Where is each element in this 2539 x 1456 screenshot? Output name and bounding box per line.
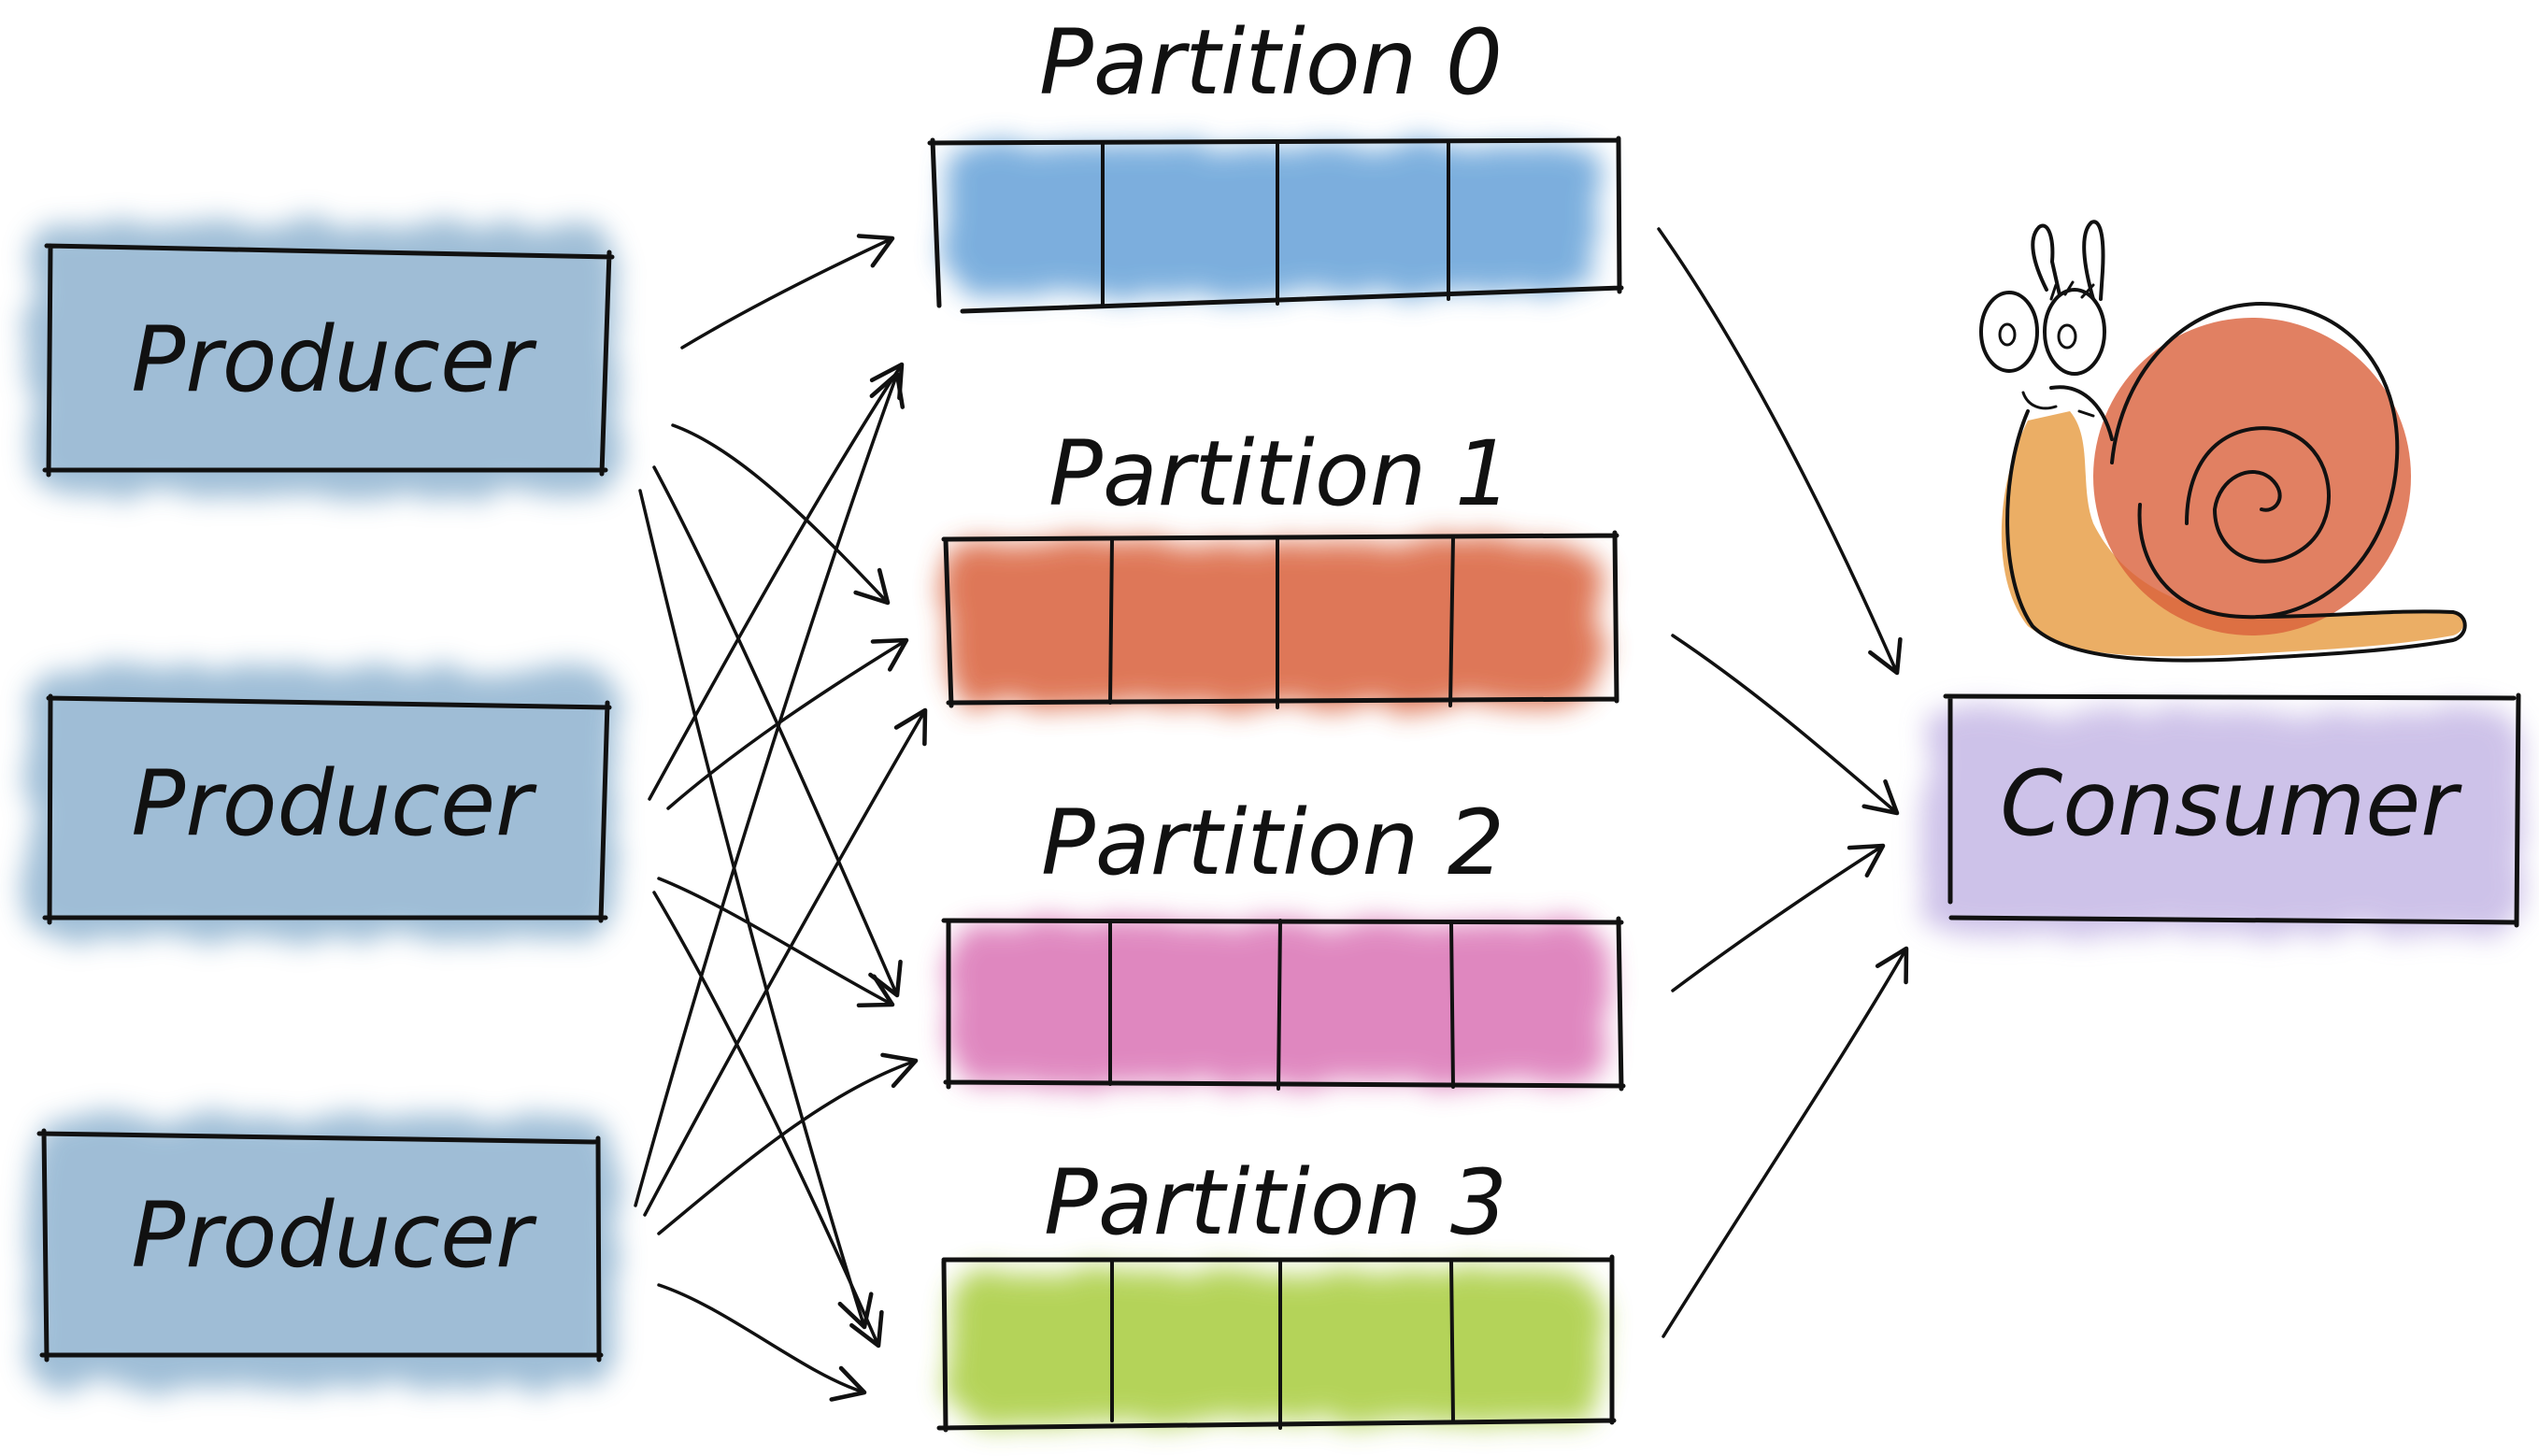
- producer-label: Producer: [131, 307, 537, 412]
- arrow: [657, 877, 895, 1007]
- arrow: [652, 465, 903, 998]
- snail-shell: [2093, 318, 2411, 635]
- arrow: [671, 423, 891, 606]
- producer-label: Producer: [131, 1183, 537, 1288]
- partition-wash: [944, 542, 1598, 706]
- partition-label: Partition 3: [1044, 1150, 1507, 1255]
- arrow: [1657, 227, 1903, 676]
- partition-0: Partition 0: [927, 10, 1624, 314]
- partition-wash: [949, 1271, 1603, 1420]
- arrow: [638, 489, 874, 1330]
- producer-box-2: Producer: [28, 668, 617, 939]
- consumer-wash: [1925, 710, 2523, 935]
- partition-1: Partition 1: [941, 421, 1619, 709]
- consumer-box: Consumer: [1925, 692, 2523, 935]
- arrow: [666, 637, 909, 810]
- partition-label: Partition 0: [1039, 10, 1503, 115]
- arrow: [1662, 946, 1909, 1338]
- arrow: [657, 1052, 919, 1235]
- producer-wash: [28, 668, 617, 939]
- partition-2: Partition 2: [941, 791, 1626, 1092]
- producer-wash: [28, 1117, 617, 1388]
- arrow: [1671, 634, 1900, 816]
- arrow: [1671, 843, 1886, 992]
- arrow: [643, 707, 928, 1217]
- producer-label: Producer: [131, 751, 537, 856]
- arrow: [680, 234, 895, 350]
- consumer-label: Consumer: [2000, 751, 2462, 856]
- producer-box-3: Producer: [28, 1117, 617, 1388]
- consumer-arrows: [1657, 227, 1909, 1338]
- arrow: [648, 362, 905, 801]
- snail-eye-left: [1979, 291, 2039, 373]
- arrow: [652, 891, 884, 1349]
- producer-arrows: [634, 234, 928, 1402]
- snail-illustration: [1979, 220, 2467, 663]
- arrow: [657, 1283, 867, 1402]
- producer-wash: [28, 224, 617, 495]
- partition-label: Partition 1: [1048, 421, 1512, 526]
- partition-3: Partition 3: [936, 1150, 1617, 1433]
- partition-label: Partition 2: [1041, 791, 1505, 895]
- arrow: [634, 371, 906, 1207]
- producer-box-1: Producer: [28, 224, 617, 495]
- partition-wash: [944, 145, 1598, 294]
- snail-body: [2001, 411, 2464, 657]
